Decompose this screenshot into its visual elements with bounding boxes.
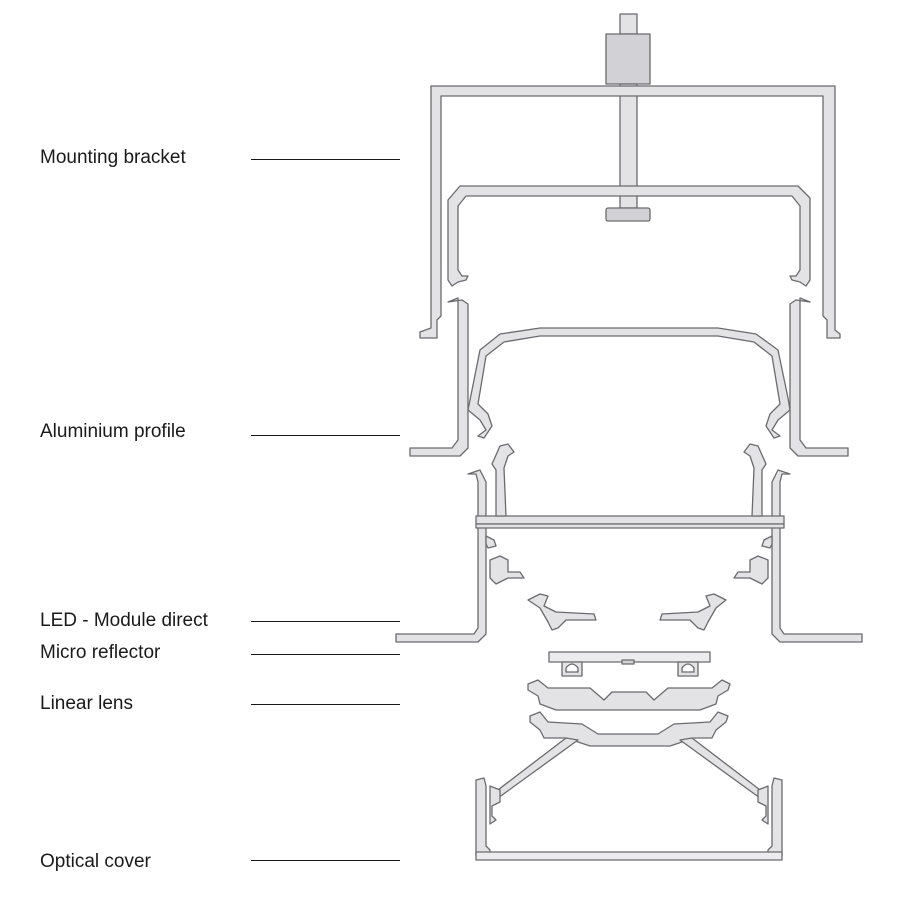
- housing-web-bottom: [475, 523, 785, 529]
- led-right-clip: [659, 593, 727, 631]
- outer-bracket: [419, 85, 841, 339]
- bracket-nut: [605, 33, 651, 85]
- mounting-bracket: [419, 13, 841, 339]
- linear-lens: [527, 679, 731, 711]
- led-left-clip: [527, 593, 597, 631]
- right-mid-hook: [761, 535, 773, 549]
- right-clip-arm: [743, 443, 767, 517]
- led-housing: [395, 443, 863, 643]
- housing-left-wall: [395, 469, 487, 643]
- leader-mounting-bracket: [251, 159, 400, 160]
- label-linear-lens: Linear lens: [40, 693, 133, 714]
- cover-top: [529, 711, 729, 747]
- leader-micro-reflector: [251, 654, 400, 655]
- leader-optical-cover: [251, 860, 400, 861]
- cover-left-wall: [475, 777, 491, 857]
- housing-web-top: [475, 515, 785, 525]
- label-mounting-bracket: Mounting bracket: [40, 147, 186, 168]
- cover-right-inner: [757, 785, 769, 825]
- label-optical-cover: Optical cover: [40, 851, 151, 872]
- rod-top: [619, 13, 638, 35]
- profile-channel: [467, 327, 791, 439]
- profile-left-leg: [409, 297, 469, 457]
- reflector-center-tab: [621, 659, 635, 665]
- cover-left-strut: [489, 737, 579, 799]
- bolt-head: [605, 207, 651, 222]
- profile-right-leg: [789, 297, 849, 457]
- cover-right-wall: [767, 777, 783, 857]
- cover-bottom: [475, 851, 783, 861]
- left-lower-hook: [489, 555, 525, 585]
- reflector-right-lens: [681, 663, 695, 673]
- optical-cover: [475, 711, 783, 861]
- cover-right-strut: [679, 737, 769, 799]
- micro-reflector: [548, 651, 711, 677]
- housing-right-wall: [771, 469, 863, 643]
- led-module-direct: [527, 593, 727, 631]
- cover-left-inner: [489, 785, 501, 825]
- label-led-module-direct: LED - Module direct: [40, 610, 208, 631]
- reflector-left-lens: [565, 663, 579, 673]
- aluminium-profile: [409, 297, 849, 457]
- right-lower-hook: [733, 555, 769, 585]
- leader-led-module-direct: [251, 621, 400, 622]
- lens-body: [527, 679, 731, 711]
- leader-aluminium-profile: [251, 435, 400, 436]
- label-aluminium-profile: Aluminium profile: [40, 421, 186, 442]
- left-clip-arm: [491, 443, 515, 517]
- inner-bracket: [447, 185, 811, 287]
- label-micro-reflector: Micro reflector: [40, 642, 161, 663]
- left-mid-hook: [485, 535, 497, 549]
- leader-linear-lens: [251, 704, 400, 705]
